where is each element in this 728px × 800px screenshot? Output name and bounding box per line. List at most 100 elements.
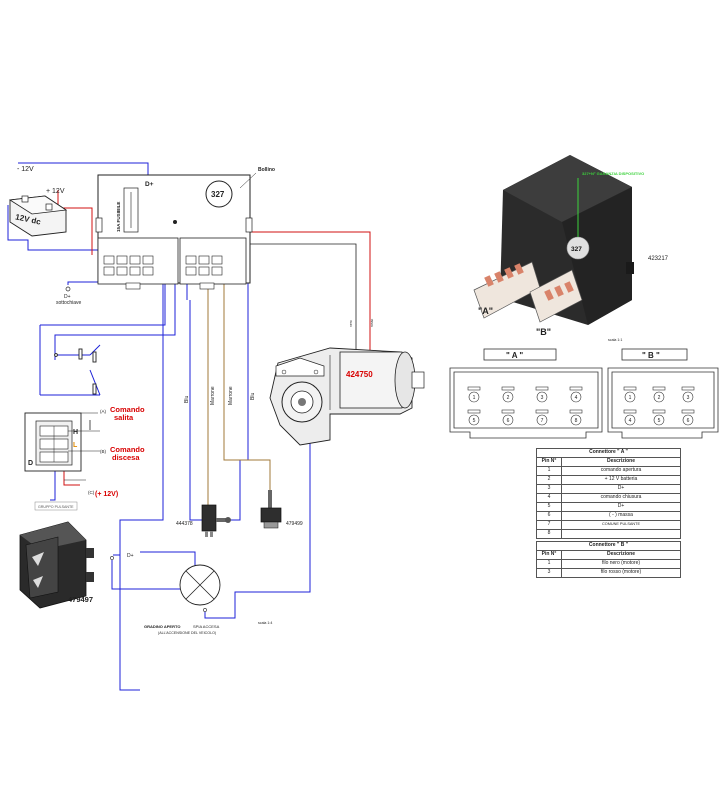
limit-switch-1-code: 444378 [176, 521, 193, 527]
ignition-label-dplus: D+ [64, 294, 71, 300]
pin-tab [681, 386, 695, 391]
table-b-header-pin: Pin N° [536, 550, 562, 560]
pin-tab [652, 409, 666, 414]
pin-description: D+ [561, 484, 681, 494]
pin-tab [623, 409, 637, 414]
pin-description: filo nero (motore) [561, 559, 681, 569]
unit-badge-caption: Bollino [258, 167, 275, 173]
pin-circle [468, 414, 480, 426]
pin-number: 3 [536, 568, 562, 578]
table-a-row: 2+ 12 V batteria [536, 475, 681, 485]
lamp-caption-line1: SPIA ACCESA [193, 624, 220, 629]
motor-wire-rosso: rosso [370, 319, 374, 327]
wire-label-blu-2: Blu [250, 393, 256, 400]
ignition-label-sottochiave: sottochiave [56, 300, 82, 306]
pin-circle [536, 414, 548, 426]
pin-circle [536, 391, 548, 403]
pin-circle [570, 391, 582, 403]
battery-pos-label: + 12V [46, 188, 65, 195]
pin-label: 2 [507, 395, 510, 401]
connector-a-pins [103, 255, 154, 276]
pin-number: 3 [536, 484, 562, 494]
switch-wire-a: (A) [100, 409, 107, 414]
lamp-caption-line2: (ALL'ACCENSIONE DEL VEICOLO) [158, 631, 216, 635]
unit-fuse-label: 15A FUSIBILE [116, 202, 121, 232]
connector-a-table-caption: Connettore " A " [536, 448, 681, 458]
pin-label: 5 [658, 418, 661, 424]
rocker-switch [19, 521, 94, 609]
product-scale: scala 1:1 [608, 338, 622, 342]
pin-circle [468, 391, 480, 403]
connector-b-diagram [607, 348, 719, 439]
pin-tab [535, 409, 549, 414]
warning-lamp [110, 556, 221, 612]
wire-label-blu-1: Blu [184, 396, 190, 403]
table-b-header-desc: Descrizione [561, 550, 681, 560]
connector-a-label: " A " [506, 351, 523, 360]
lamp-caption-bold: GRADINO APERTO [144, 624, 180, 629]
pin-tab [467, 409, 481, 414]
limit-switch-2-code: 479499 [286, 521, 303, 527]
pin-circle [682, 414, 694, 426]
wire-label-marrone-1: Marrone [210, 386, 216, 405]
unit-dplus-label: D+ [145, 181, 154, 188]
pin-description: ( - ) massa [561, 511, 681, 521]
pin-label: 5 [473, 418, 476, 424]
pin-tab [569, 409, 583, 414]
limit-switch-2 [260, 490, 282, 529]
pin-label: 1 [473, 395, 476, 401]
pin-circle [653, 414, 665, 426]
switch-symbol [54, 348, 97, 395]
switch-wire-c: (C) [88, 490, 95, 495]
connector-b-table-caption: Connettore " B " [536, 541, 681, 551]
pin-label: 4 [575, 395, 578, 401]
pin-label: 6 [507, 418, 510, 424]
switch-small-caption: GRUPPO PULSANTE [38, 505, 74, 509]
switch-letter-d: D [28, 460, 33, 467]
pin-description: COMUNE PULSANTE [561, 520, 681, 530]
product-badge: 327 [571, 246, 582, 253]
pin-tab [501, 386, 515, 391]
pin-circle [682, 391, 694, 403]
pin-description [561, 529, 681, 539]
pin-tab [535, 386, 549, 391]
pin-label: 1 [629, 395, 632, 401]
product-code: 423217 [648, 256, 669, 262]
pin-tab [652, 386, 666, 391]
pin-circle [502, 391, 514, 403]
pin-label: 7 [541, 418, 544, 424]
battery [8, 195, 68, 237]
control-unit [95, 174, 253, 290]
pin-description: filo rosso (motore) [561, 568, 681, 578]
product-label-a: "A" [478, 306, 493, 316]
table-a-row: 6( - ) massa [536, 511, 681, 521]
lamp-dplus: D+ [127, 553, 134, 559]
pin-number: 2 [536, 475, 562, 485]
pin-circle [624, 391, 636, 403]
switch-wire-b: (B) [100, 449, 107, 454]
switch-cmd-down-2: discesa [112, 453, 140, 462]
pin-label: 2 [658, 395, 661, 401]
pin-label: 3 [541, 395, 544, 401]
pin-number: 8 [536, 529, 562, 539]
product-unit [473, 155, 634, 325]
pin-description: D+ [561, 502, 681, 512]
pin-label: 6 [687, 418, 690, 424]
pin-tab [569, 386, 583, 391]
switch-letter-l: L [73, 442, 78, 449]
pin-description: comando chiusura [561, 493, 681, 503]
pin-circle [624, 414, 636, 426]
table-a-row: 8 [536, 529, 681, 539]
motor-wire-nero: nero [349, 320, 353, 327]
